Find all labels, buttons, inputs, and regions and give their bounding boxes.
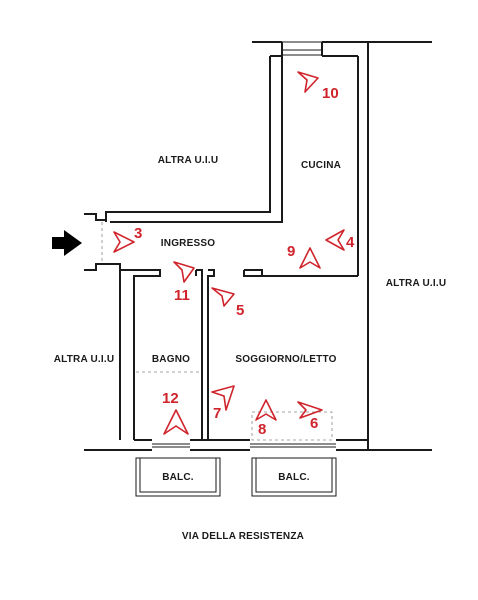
viewpoint-marker-11[interactable]: 11 — [173, 261, 195, 304]
viewpoint-marker-6[interactable]: 6 — [297, 401, 323, 432]
viewpoint-marker-5[interactable]: 5 — [211, 287, 244, 319]
balconies — [135, 457, 337, 497]
viewpoint-marker-7[interactable]: 7 — [211, 385, 235, 422]
marker-number: 6 — [310, 415, 318, 432]
viewpoint-marker-12[interactable]: 12 — [162, 390, 189, 435]
room-label-altra-right: ALTRA U.I.U — [386, 278, 447, 289]
room-label-altra-top: ALTRA U.I.U — [158, 155, 219, 166]
marker-number: 7 — [213, 405, 221, 422]
viewpoint-marker-3[interactable]: 3 — [113, 225, 142, 253]
marker-number: 10 — [322, 85, 339, 102]
room-label-balc-right: BALC. — [278, 472, 310, 483]
photo-markers: 10 3 4 9 11 5 12 — [113, 71, 355, 438]
room-label-ingresso: INGRESSO — [161, 238, 215, 249]
street-label: VIA DELLA RESISTENZA — [182, 531, 304, 542]
walls — [84, 41, 432, 451]
viewpoint-marker-10[interactable]: 10 — [297, 71, 339, 102]
marker-number: 11 — [174, 287, 190, 304]
marker-number: 8 — [258, 421, 266, 438]
arrow-right-icon — [52, 230, 82, 256]
viewpoint-marker-8[interactable]: 8 — [255, 399, 277, 438]
viewpoint-marker-4[interactable]: 4 — [325, 229, 355, 251]
marker-number: 5 — [236, 302, 244, 319]
room-label-cucina: CUCINA — [301, 160, 341, 171]
marker-number: 3 — [134, 225, 142, 242]
room-label-soggiorno: SOGGIORNO/LETTO — [235, 354, 336, 365]
marker-number: 12 — [162, 390, 179, 407]
marker-number: 9 — [287, 243, 295, 260]
room-label-altra-left: ALTRA U.I.U — [54, 354, 115, 365]
viewpoint-marker-9[interactable]: 9 — [287, 243, 321, 269]
marker-number: 4 — [346, 234, 355, 251]
room-label-bagno: BAGNO — [152, 354, 190, 365]
room-label-balc-left: BALC. — [162, 472, 194, 483]
